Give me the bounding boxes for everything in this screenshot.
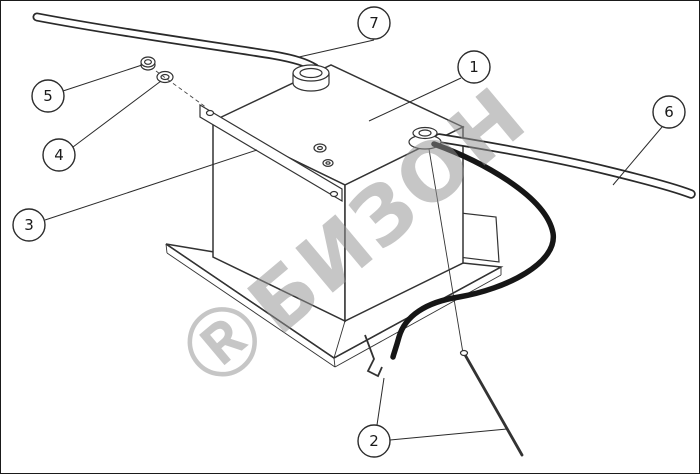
callout-3: 3: [12, 149, 258, 242]
callout-1: 1: [368, 50, 491, 122]
svg-text:4: 4: [54, 146, 64, 164]
mounting-strap: [199, 103, 343, 203]
support-hook: [364, 334, 383, 378]
svg-text:5: 5: [43, 87, 53, 105]
fuel-hose-right: [434, 133, 696, 199]
fastener-axis-line: [155, 70, 208, 109]
drain-hose: [390, 141, 556, 360]
filler-neck: [292, 64, 330, 92]
nut: [140, 56, 156, 71]
callout-7: 7: [298, 6, 391, 58]
callout-4: 4: [42, 80, 162, 172]
support-rod: [459, 349, 524, 457]
callout-6: 6: [612, 95, 686, 186]
svg-text:7: 7: [369, 14, 379, 32]
svg-text:2: 2: [369, 432, 379, 450]
svg-text:3: 3: [24, 216, 34, 234]
strap-bolts: [313, 143, 334, 168]
svg-text:6: 6: [664, 103, 674, 121]
fuel-hose-top: [32, 12, 320, 73]
assembly-axis-line: [428, 148, 464, 354]
svg-text:1: 1: [469, 58, 479, 76]
callout-2: 2: [357, 377, 508, 458]
callout-5: 5: [31, 64, 143, 113]
